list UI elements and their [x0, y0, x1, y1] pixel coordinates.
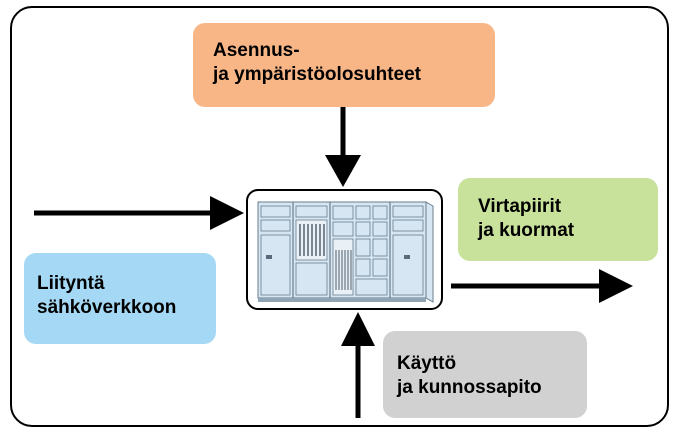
- diagram-frame: [10, 6, 669, 427]
- arrow-from-environment: [325, 107, 361, 187]
- operation-box: Käyttö ja kunnossapito: [383, 331, 587, 418]
- arrow-from-operation: [341, 312, 375, 418]
- grid-connection-box: Liityntä sähköverkkoon: [24, 253, 216, 344]
- circuits-label-line2: ja kuormat: [478, 220, 575, 241]
- arrow-from-left: [34, 196, 244, 230]
- operation-label-line2: ja kunnossapito: [397, 377, 542, 398]
- switchgear-cabinet-icon: [257, 201, 434, 303]
- environment-label-line1: Asennus-: [213, 40, 300, 61]
- environment-label-line2: ja ympäristöolosuhteet: [213, 64, 421, 85]
- arrow-to-circuits: [451, 269, 633, 303]
- operation-label-line1: Käyttö: [397, 353, 457, 374]
- circuits-box: Virtapiirit ja kuormat: [458, 178, 658, 261]
- environment-box: Asennus- ja ympäristöolosuhteet: [193, 23, 495, 107]
- grid-label-line1: Liityntä: [37, 273, 105, 294]
- grid-label-line2: sähköverkkoon: [37, 297, 177, 318]
- circuits-label-line1: Virtapiirit: [478, 196, 562, 217]
